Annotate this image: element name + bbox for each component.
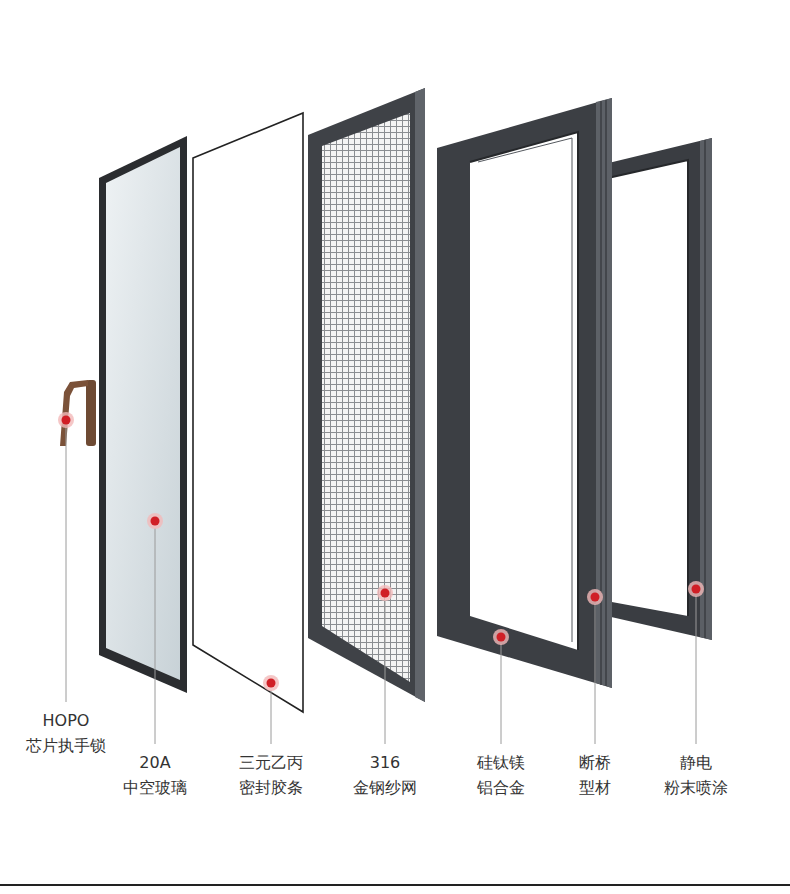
- part-label: 断桥 型材: [579, 750, 611, 800]
- part-label: 静电 粉末喷涂: [664, 750, 728, 800]
- glass-panel: [99, 136, 187, 693]
- leader-lines: [66, 427, 696, 744]
- part-label: 三元乙丙 密封胶条: [239, 750, 303, 800]
- part-label: HOPO 芯片执手锁: [26, 708, 106, 758]
- aluminium-frame: [437, 98, 612, 688]
- screen-mesh-panel: [308, 88, 425, 702]
- bottom-rule: [0, 884, 790, 886]
- part-label: 硅钛镁 铝合金: [477, 750, 525, 800]
- seal-gasket: [193, 113, 303, 712]
- callout-dots: [58, 412, 704, 691]
- part-label: 20A 中空玻璃: [123, 750, 187, 800]
- part-label: 316 金钢纱网: [353, 750, 417, 800]
